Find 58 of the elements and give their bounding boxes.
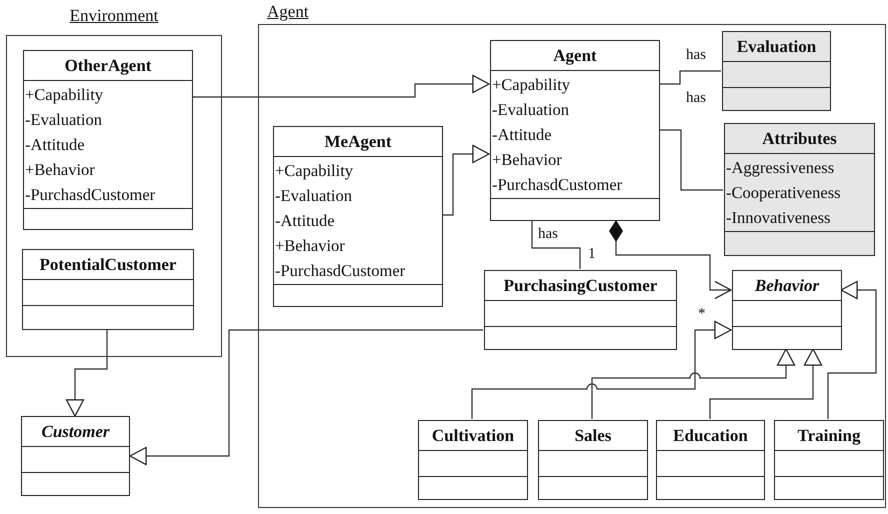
connector bbox=[709, 348, 822, 419]
attribute-text: +Capability bbox=[24, 84, 104, 106]
connector bbox=[442, 144, 490, 216]
attribute-text: +Behavior bbox=[24, 159, 96, 181]
attribute-text: -Attitude bbox=[274, 210, 336, 232]
connector bbox=[471, 320, 732, 419]
class-name: MeAgent bbox=[274, 127, 442, 157]
class-box bbox=[656, 420, 765, 500]
class-box bbox=[490, 40, 660, 221]
attribute-text: -Evaluation bbox=[274, 185, 353, 207]
connector bbox=[192, 74, 490, 98]
class-name: Evaluation bbox=[723, 32, 830, 62]
class-name: Education bbox=[657, 421, 764, 451]
attribute-text: -Cooperativeness bbox=[725, 182, 842, 204]
class-box bbox=[774, 420, 884, 500]
class-box bbox=[538, 420, 648, 500]
class-name: Behavior bbox=[733, 271, 841, 301]
class-box bbox=[724, 123, 875, 256]
connector bbox=[591, 348, 796, 419]
class-box bbox=[484, 270, 677, 350]
attribute-text: -Attitude bbox=[24, 134, 86, 156]
class-name: Training bbox=[775, 421, 883, 451]
attribute-text: -Attitude bbox=[491, 124, 553, 146]
class-box bbox=[21, 416, 130, 496]
connector bbox=[66, 329, 108, 417]
class-box bbox=[418, 420, 528, 500]
connector bbox=[609, 220, 732, 300]
class-name: Sales bbox=[539, 421, 647, 451]
attribute-text: +Behavior bbox=[491, 149, 563, 171]
attribute-text: +Capability bbox=[491, 74, 572, 96]
class-name: PurchasingCustomer bbox=[485, 271, 676, 301]
class-box bbox=[273, 126, 443, 307]
attribute-text: +Capability bbox=[274, 160, 354, 182]
class-name: Agent bbox=[491, 41, 659, 71]
class-box bbox=[22, 249, 194, 330]
attribute-text: -PurchasdCustomer bbox=[491, 174, 624, 196]
attribute-text: -PurchasdCustomer bbox=[274, 260, 406, 282]
attribute-text: -Evaluation bbox=[491, 99, 570, 121]
class-name: Cultivation bbox=[419, 421, 527, 451]
connector bbox=[531, 220, 581, 269]
connector bbox=[659, 129, 723, 191]
attribute-text: -PurchasdCustomer bbox=[24, 184, 156, 206]
class-name: Attributes bbox=[725, 124, 874, 154]
class-name: PotentialCustomer bbox=[23, 250, 193, 280]
class-name: OtherAgent bbox=[24, 51, 192, 81]
connector bbox=[659, 70, 721, 85]
class-box bbox=[732, 270, 842, 350]
connector bbox=[827, 280, 877, 419]
package-name: Environment bbox=[68, 6, 160, 26]
class-box bbox=[23, 50, 193, 230]
class-box bbox=[722, 31, 831, 111]
attribute-text: -Innovativeness bbox=[725, 207, 832, 229]
attribute-text: +Behavior bbox=[274, 235, 346, 257]
attribute-text: -Evaluation bbox=[24, 109, 103, 131]
class-name: Customer bbox=[22, 417, 129, 447]
attribute-text: -Aggressiveness bbox=[725, 157, 836, 179]
connector bbox=[129, 329, 483, 466]
package-name: Agent bbox=[267, 2, 309, 22]
